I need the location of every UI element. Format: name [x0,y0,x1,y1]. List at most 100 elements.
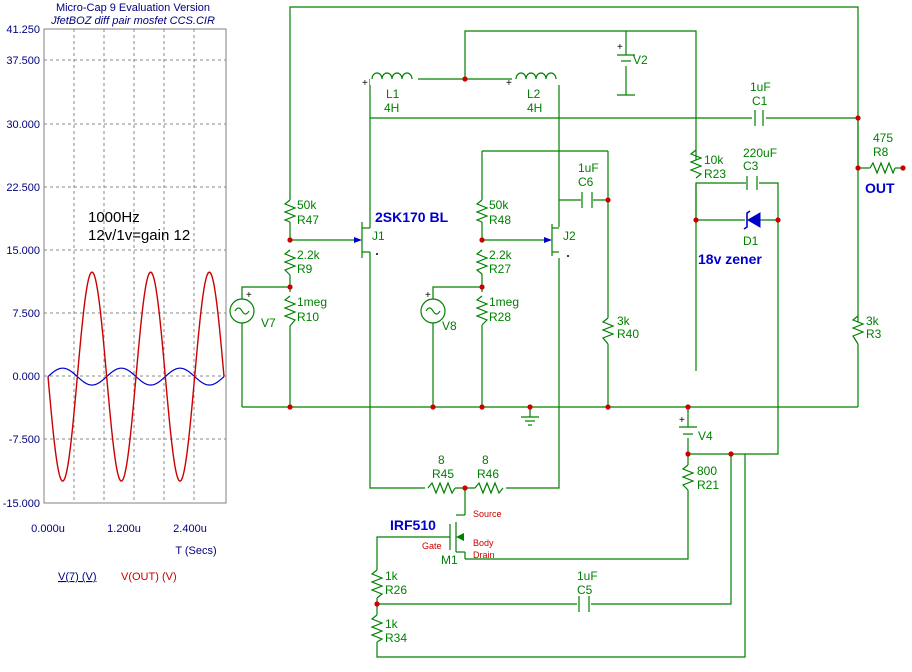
r27-ref: R27 [489,262,511,276]
y-tick-labels: 41.250 37.500 30.000 22.500 15.000 7.500… [3,24,40,510]
battery-v4 [679,426,697,435]
resistor-r9 [283,249,297,276]
r23-value: 10k [704,153,724,167]
inductor-l1 [370,72,418,85]
y-tick-label: 22.500 [6,182,40,194]
y-tick-label: 15.000 [6,245,40,257]
v7-ref: V7 [261,316,276,330]
r47-value: 50k [297,198,317,212]
y-tick-label: -7.500 [9,434,40,446]
app-title: Micro-Cap 9 Evaluation Version [56,2,210,14]
r47-ref: R47 [297,213,319,227]
inductor-l2 [512,72,560,85]
d1-ref: D1 [743,234,759,248]
legend-vout: V(OUT) (V) [121,571,177,583]
resistor-r8 [869,161,896,175]
jfet-j2 [544,224,569,257]
y-tick-label: -15.000 [3,498,40,510]
c3-value: 220uF [743,146,777,160]
r46-ref: R46 [477,467,499,481]
zener-diode-d1 [743,210,761,230]
resistor-r21 [681,464,695,491]
l2-value: 4H [527,101,542,115]
wire-net [241,6,903,658]
r48-value: 50k [489,198,509,212]
m1-pin-drain: Drain [473,550,495,560]
y-tick-label: 30.000 [6,119,40,131]
r10-ref: R10 [297,310,319,324]
series-line-vout [47,271,225,482]
r10-value: 1meg [297,295,327,309]
c5-value: 1uF [577,569,598,583]
plus-sign: + [679,415,685,426]
m1-pin-source: Source [473,509,502,519]
out-label: OUT [865,180,895,196]
resistor-r23 [689,149,703,179]
resistor-r46 [474,481,504,495]
v2-ref: V2 [633,53,648,67]
frequency-note: 1000Hz [88,209,140,226]
jfet-j1 [354,222,378,260]
r27-value: 2.2k [489,248,513,262]
r34-ref: R34 [385,631,407,645]
resistor-r40 [601,317,615,345]
r9-value: 2.2k [297,248,321,262]
waveform-plot: Micro-Cap 9 Evaluation Version JfetBOZ d… [3,2,227,583]
plus-sign: + [617,42,623,53]
j1-ref: J1 [372,229,385,243]
r8-value: 475 [873,131,893,145]
plus-sign: + [506,78,512,89]
plus-sign: + [425,290,431,301]
resistor-r27 [475,249,489,275]
gain-note: 12v/1v=gain 12 [88,227,190,244]
y-tick-label: 7.500 [12,308,40,320]
junction-dots [287,76,906,607]
x-tick-label: 0.000u [31,523,65,535]
y-tick-label: 37.500 [6,55,40,67]
r45-ref: R45 [432,467,454,481]
battery-v2 [617,54,635,96]
r26-value: 1k [385,569,399,583]
resistor-r26 [370,569,384,599]
x-tick-label: 1.200u [107,523,141,535]
plus-sign: + [246,290,252,301]
v4-ref: V4 [698,429,713,443]
l1-ref: L1 [386,87,400,101]
y-tick-label: 0.000 [12,371,40,383]
c1-ref: C1 [752,94,768,108]
c3-ref: C3 [743,159,759,173]
l2-ref: L2 [527,87,541,101]
polarity-marks: + + + + + + [246,42,685,426]
capacitor-c1 [753,110,765,126]
voltage-source-v8 [420,298,446,324]
r48-ref: R48 [489,213,511,227]
capacitor-c3 [746,176,758,190]
x-tick-label: 2.400u [173,523,207,535]
c1-value: 1uF [750,80,771,94]
j2-ref: J2 [563,229,576,243]
resistor-r47 [283,199,297,223]
r21-ref: R21 [697,478,719,492]
legend-v7: V(7) (V) [58,571,97,583]
mosfet-m1 [449,514,466,559]
resistor-r45 [427,481,456,495]
resistor-r34 [370,614,384,643]
r3-value: 3k [866,314,880,328]
v8-ref: V8 [442,319,457,333]
r26-ref: R26 [385,583,407,597]
mosfet-part-label: IRF510 [390,517,436,533]
c6-value: 1uF [578,161,599,175]
c5-ref: C5 [577,583,593,597]
r23-ref: R23 [704,167,726,181]
m1-pin-gate: Gate [422,541,442,551]
plot-grid [44,29,226,503]
r9-ref: R9 [297,262,313,276]
capacitor-c5 [578,596,590,612]
c6-ref: C6 [578,175,594,189]
plot-frame [43,28,227,504]
circuit-file-name: JfetBOZ diff pair mosfet CCS.CIR [50,15,215,27]
m1-ref: M1 [441,553,458,567]
r40-value: 3k [617,314,631,328]
m1-pin-body: Body [473,538,494,548]
